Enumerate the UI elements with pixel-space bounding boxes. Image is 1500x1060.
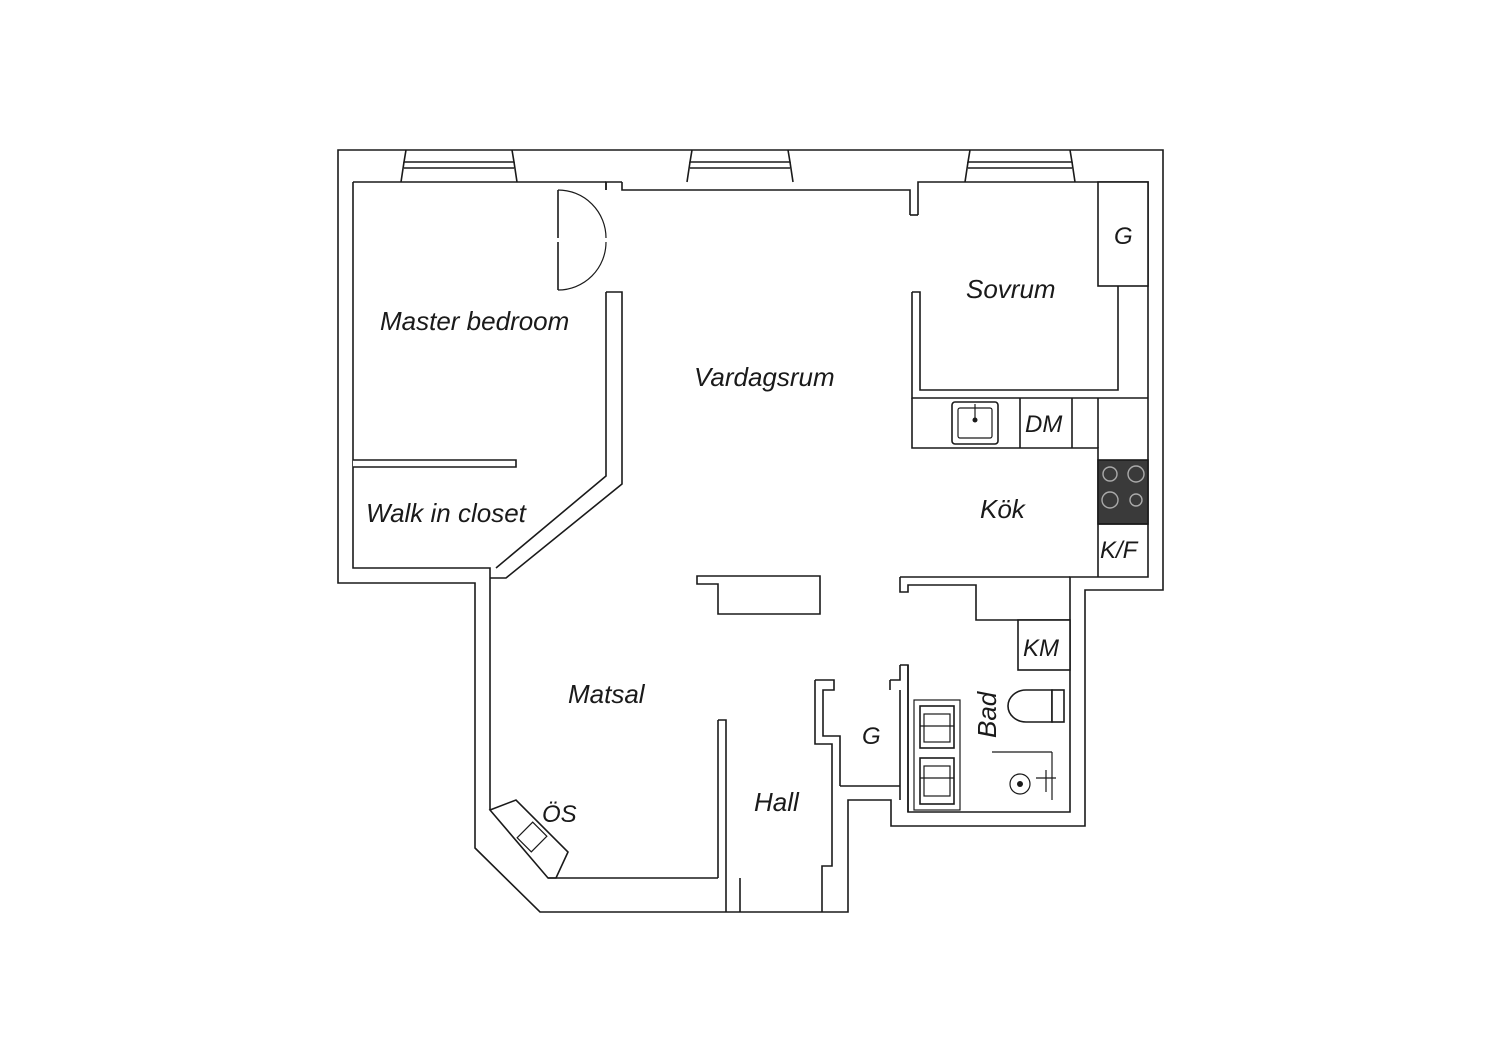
outer-walls [337, 149, 1164, 913]
room-label-walk-in-closet: Walk in closet [366, 498, 528, 528]
window-middle [686, 149, 794, 183]
room-label-hall: Hall [754, 787, 800, 817]
room-label-sovrum: Sovrum [966, 274, 1056, 304]
fixture-label-g-hall: G [862, 723, 881, 750]
room-label-kok: Kök [980, 494, 1027, 524]
washbasin-icon [919, 705, 955, 749]
fixture-label-dm: DM [1025, 411, 1062, 438]
sovrum-walls [910, 181, 1149, 399]
toilet-icon [1007, 689, 1065, 723]
stove-icon [1097, 459, 1149, 525]
washbasin-icon [919, 757, 955, 805]
fixture-label-g-sovrum: G [1114, 223, 1133, 250]
fixture-label-kf: K/F [1100, 537, 1139, 564]
partition-stub [696, 575, 821, 615]
fireplace-icon [488, 799, 718, 879]
room-labels: Master bedroom Walk in closet Vardagsrum… [366, 223, 1139, 828]
bathroom-fixtures [913, 689, 1065, 811]
fixture-label-os: ÖS [542, 801, 577, 828]
window-left [400, 149, 518, 183]
bedroom-walls [353, 182, 623, 579]
shower-icon [992, 751, 1056, 800]
window-right [964, 149, 1076, 183]
kitchen-counter [911, 398, 1149, 577]
room-label-bad: Bad [972, 690, 1002, 738]
fixture-label-km: KM [1023, 635, 1059, 662]
bathroom-walls [717, 576, 1071, 912]
sink-icon [951, 401, 999, 445]
room-label-vardagsrum: Vardagsrum [694, 362, 835, 392]
room-label-master-bedroom: Master bedroom [380, 306, 569, 336]
room-label-matsal: Matsal [568, 679, 646, 709]
